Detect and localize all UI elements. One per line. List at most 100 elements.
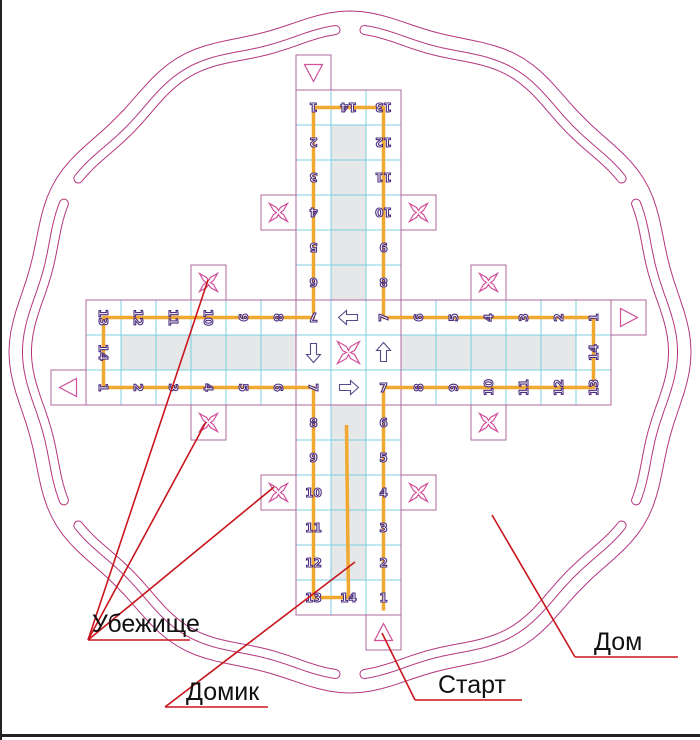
home-cell: [190, 334, 227, 371]
leader-line: [491, 514, 576, 658]
refuge-cross-icon: [477, 271, 500, 294]
arrow-right-icon: [338, 379, 360, 396]
start-triangle-icon: [58, 377, 78, 398]
refuge-cell: [470, 264, 507, 301]
start-triangle-cell: [365, 614, 402, 651]
refuge-cross-icon: [197, 271, 220, 294]
refuge-cross-icon: [407, 201, 430, 224]
track-number: 2: [309, 135, 317, 149]
start-triangle-icon: [619, 307, 639, 328]
refuge-cross-icon: [267, 201, 290, 224]
track-number: 13: [96, 309, 110, 326]
track-number: 1: [379, 591, 387, 605]
home-cell: [400, 334, 437, 371]
home-cell: [330, 264, 367, 301]
leader-line: [381, 632, 416, 701]
track-path: [101, 105, 596, 611]
refuge-cell: [400, 194, 437, 231]
track-number: 14: [587, 344, 601, 361]
track-number: 13: [305, 591, 322, 605]
leader-line: [87, 486, 275, 641]
track-number: 8: [412, 383, 426, 391]
track-number: 6: [412, 313, 426, 321]
home-cell: [540, 334, 577, 371]
track-number: 7: [309, 310, 317, 324]
label-refuge: Убежище: [92, 610, 200, 638]
vertical-arm-border: [295, 89, 402, 616]
track-number: 7: [379, 381, 387, 395]
track-number: 3: [309, 170, 317, 184]
ring-segment-fill: [632, 199, 677, 505]
track-number: 5: [309, 240, 317, 254]
start-triangle-icon: [303, 63, 324, 83]
track-number: 2: [552, 313, 566, 321]
start-triangle-cell: [295, 54, 332, 91]
track-number: 5: [379, 451, 387, 465]
frame-border-bottom: [0, 734, 700, 737]
home-cell: [470, 334, 507, 371]
ring-segment: [359, 25, 627, 184]
track-number: 4: [309, 205, 317, 219]
track-line: [101, 105, 596, 600]
track-number: 10: [305, 486, 322, 500]
track-number: 9: [447, 383, 461, 391]
refuge-cell: [400, 474, 437, 511]
home-cell: [330, 229, 367, 266]
track-number: 9: [236, 313, 250, 321]
track-number: 12: [131, 309, 145, 326]
label-home: Дом: [594, 628, 643, 656]
arrow-up-icon: [375, 341, 392, 363]
start-triangle-icon: [373, 622, 394, 642]
track-number: 13: [375, 100, 392, 114]
leader-line: [87, 279, 209, 641]
track-number: 10: [375, 205, 392, 219]
refuge-cell: [470, 404, 507, 441]
refuge-cross-icon: [267, 481, 290, 504]
ring-segment: [359, 520, 627, 679]
track-number: 4: [482, 313, 496, 321]
track-number: 10: [482, 379, 496, 396]
center-cross-icon: [335, 339, 362, 366]
home-cell: [330, 194, 367, 231]
start-triangle-cell: [610, 299, 647, 336]
leader-line: [87, 421, 207, 641]
home-cell: [120, 334, 157, 371]
leader-lines: [87, 279, 678, 708]
arrow-down-icon: [305, 342, 322, 364]
home-cell: [260, 334, 297, 371]
track-number: 12: [552, 379, 566, 396]
arrow-left-icon: [337, 309, 359, 326]
track-number: 3: [517, 313, 531, 321]
ring-segment: [22, 198, 69, 506]
refuge-cell: [190, 404, 227, 441]
home-cell: [330, 404, 367, 441]
track-number: 2: [379, 556, 387, 570]
track-number: 9: [379, 240, 387, 254]
horizontal-arm-border: [85, 299, 612, 406]
track-number: 3: [379, 521, 387, 535]
track-number: 11: [166, 309, 180, 326]
track-number: 11: [305, 521, 322, 535]
track-number: 1: [587, 313, 601, 321]
track-number: 4: [201, 383, 215, 391]
outer-ring: [8, 10, 692, 694]
outer-ring-line: [8, 10, 692, 694]
track-number: 5: [447, 313, 461, 321]
refuge-cross-icon: [407, 481, 430, 504]
track-number: 14: [340, 591, 357, 605]
track-number: 14: [340, 100, 357, 114]
label-start: Старт: [438, 671, 506, 699]
track-number: 6: [379, 416, 387, 430]
refuge-cross-icon: [477, 411, 500, 434]
home-cell: [155, 334, 192, 371]
track-number: 11: [517, 379, 531, 396]
home-cell: [225, 334, 262, 371]
ring-segment-fill: [74, 26, 340, 183]
track-number: 9: [309, 451, 317, 465]
track-number: 8: [309, 416, 317, 430]
home-cell: [505, 334, 542, 371]
refuge-cell: [260, 194, 297, 231]
